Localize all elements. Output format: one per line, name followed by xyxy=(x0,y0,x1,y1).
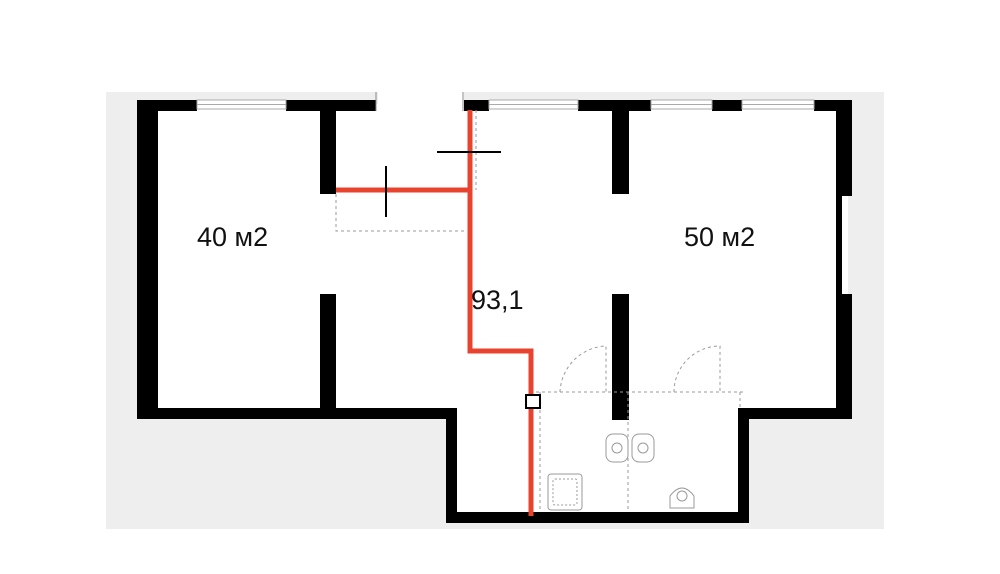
dashed-outlines xyxy=(335,110,477,232)
wall-bottom-right xyxy=(740,408,852,419)
total-area-label: 93,1 xyxy=(471,285,524,315)
shower-tray-icon xyxy=(547,473,583,511)
windows xyxy=(196,99,815,110)
wall-right-mid-thin xyxy=(836,196,842,294)
room-area-label-left: 40 м2 xyxy=(197,222,268,252)
partition-line xyxy=(336,110,534,516)
wall-right-upper xyxy=(836,100,852,196)
wall-left-partition-top xyxy=(320,100,336,194)
partition-ticks xyxy=(385,151,501,217)
walls xyxy=(137,100,852,523)
wall-bay-right xyxy=(738,408,749,522)
door-bathroom-left xyxy=(559,345,607,393)
sink-pair-icon xyxy=(605,433,655,463)
door-bathroom-right xyxy=(673,345,721,393)
wall-left xyxy=(137,100,158,419)
wall-right-lower xyxy=(836,294,852,419)
wall-left-partition-bottom xyxy=(320,294,336,414)
wall-center-partition-bottom xyxy=(612,294,629,420)
toilet-icon xyxy=(669,487,695,509)
dashed-corridor-outline xyxy=(335,194,464,232)
floor-area xyxy=(146,92,848,522)
wall-end-ticks xyxy=(375,92,464,111)
wall-center-partition-top xyxy=(612,104,629,194)
wall-top-right-a xyxy=(464,100,489,111)
wall-bay-left xyxy=(446,408,457,522)
wall-bay-bottom xyxy=(446,512,749,523)
wall-top-right-c xyxy=(712,100,742,111)
partition-marker-square xyxy=(525,394,541,409)
wall-bottom-left xyxy=(137,408,457,419)
wall-top-left-a xyxy=(137,100,197,111)
room-area-label-right: 50 м2 xyxy=(684,222,755,252)
wall-top-right-d xyxy=(814,100,852,111)
bathroom-fixtures xyxy=(547,433,695,511)
